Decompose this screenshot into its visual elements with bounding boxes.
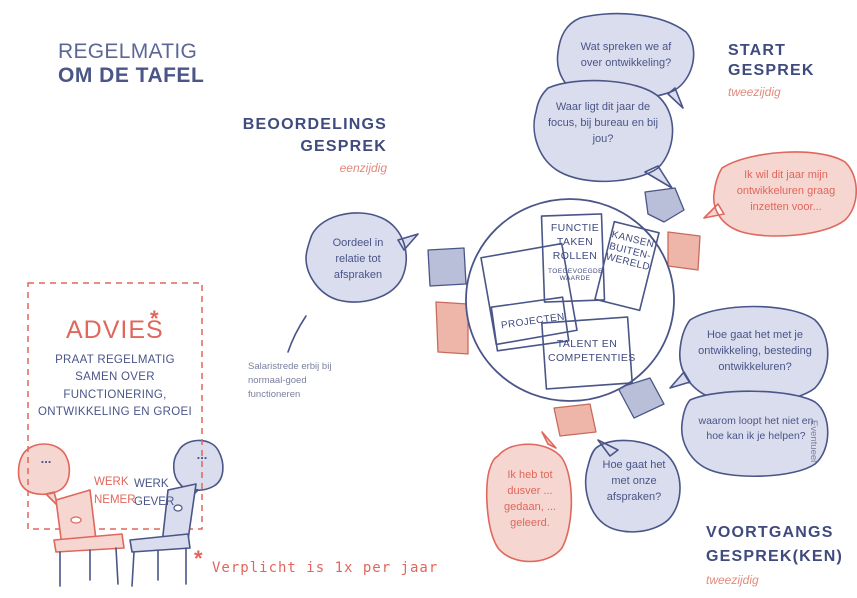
bubble-oordeel — [305, 212, 419, 303]
salaris-note: Salaristrede erbij bij normaal-goed func… — [248, 361, 332, 400]
bubble-gedaan-text: Ik heb tot dusver ... gedaan, ... geleer… — [504, 469, 556, 529]
title-line1: REGELMATIG — [58, 40, 198, 63]
beoordeling-heading-line1: BEOORDELINGS — [242, 116, 387, 133]
card-functie-line3: ROLLEN — [552, 250, 598, 262]
werknemer-chair — [53, 489, 125, 587]
advies-text: PRAAT REGELMATIG SAMEN OVER FUNCTIONERIN… — [38, 354, 192, 418]
werknemer-label-line2: NEMER — [94, 494, 136, 506]
advies-title: ADVIES — [66, 316, 164, 344]
werkgever-bubble-dots: ... — [196, 447, 208, 462]
card-functie-sub: TOEGEVOEGDE WAARDE — [548, 268, 603, 283]
table-cards — [480, 213, 660, 390]
bubble-start-q2-text: Waar ligt dit jaar de focus, bij bureau … — [547, 101, 659, 145]
bubble-start-answer — [703, 151, 857, 237]
bubble-afspraken — [584, 439, 681, 533]
bubble-werknemer — [17, 443, 71, 507]
bubble-voortgang-q2-text: waarom loopt het niet en hoe kan ik je h… — [698, 415, 814, 443]
card-functie-line1: FUNCTIE — [550, 222, 600, 234]
beoordeling-mode: eenzijdig — [339, 161, 387, 175]
note-connector — [287, 315, 307, 353]
advies-frame — [27, 282, 203, 530]
start-heading-line2: GESPREK — [728, 62, 815, 79]
chairs-around-table — [427, 187, 701, 437]
title-line2: OM DE TAFEL — [58, 64, 205, 87]
bubble-start-answer-text: Ik wil dit jaar mijn ontwikkeluren graag… — [736, 169, 836, 213]
bubble-voortgang-q1-text: Hoe gaat het met je ontwikkeling, bested… — [698, 329, 812, 373]
voortgang-mode: tweezijdig — [706, 573, 759, 587]
footnote-text: Verplicht is 1x per jaar — [212, 560, 439, 576]
eventueel-note: Eventueel — [808, 420, 819, 463]
werkgever-label-line2: GEVER — [134, 496, 175, 508]
werknemer-bubble-dots: ... — [40, 451, 52, 466]
advies-asterisk: * — [150, 306, 159, 331]
bubble-start-q1-text: Wat spreken we af over ontwikkeling? — [580, 41, 672, 69]
bubble-start-q2 — [533, 79, 674, 189]
start-mode: tweezijdig — [728, 85, 781, 99]
footnote-asterisk: * — [194, 546, 203, 571]
start-heading-line1: START — [728, 42, 787, 59]
bubble-gedaan — [485, 431, 573, 563]
beoordeling-heading-line2: GESPREK — [300, 138, 387, 155]
werkgever-label-line1: WERK — [134, 478, 169, 490]
bubble-oordeel-text: Oordeel in relatie tot afspraken — [332, 237, 384, 281]
bubble-voortgang-q2 — [681, 390, 829, 477]
voortgang-heading-line2: GESPREK(KEN) — [706, 548, 844, 565]
werkgever-chair — [129, 483, 197, 587]
card-talent-line2: COMPETENTIES — [548, 352, 636, 364]
bubble-afspraken-text: Hoe gaat het met onze afspraken? — [602, 459, 666, 503]
werknemer-label-line1: WERK — [94, 476, 129, 488]
card-functie-line2: TAKEN — [556, 236, 594, 248]
voortgang-heading-line1: VOORTGANGS — [706, 524, 834, 541]
table-circle — [465, 198, 675, 402]
card-talent-line1: TALENT EN — [556, 338, 618, 350]
